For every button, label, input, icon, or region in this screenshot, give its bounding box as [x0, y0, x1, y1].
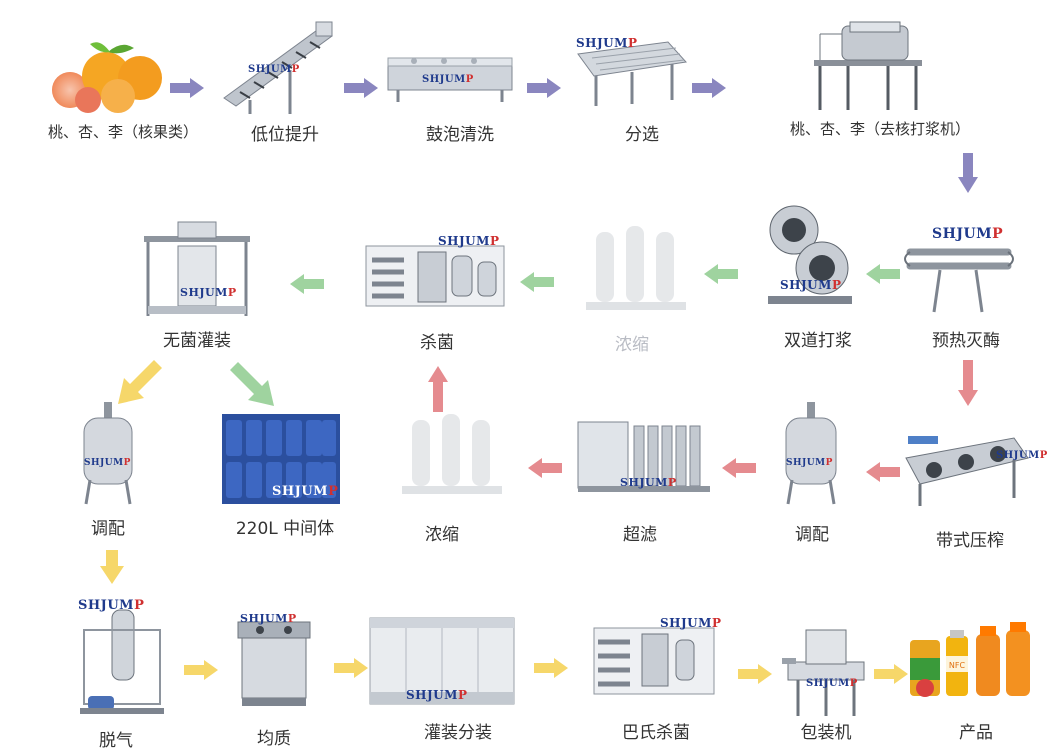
brand-logo: SHJUMP: [180, 286, 237, 299]
arrow-down-left-icon: [118, 360, 162, 404]
step-label-preheat: 预热灭酶: [932, 331, 1000, 351]
step-label-degas: 脱气: [99, 731, 133, 751]
step-label-ultrafilter: 超滤: [623, 525, 657, 545]
step-label-blend-left: 调配: [91, 519, 125, 539]
bubble-washer-image: SHJUMP: [384, 48, 516, 104]
brand-logo: SHJUMP: [84, 458, 131, 468]
arrow-right-icon: [334, 658, 368, 678]
brand-logo: SHJUMP: [932, 226, 1004, 242]
step-label-packing: 包装机: [800, 723, 852, 743]
blending-tank-left-image: SHJUMP: [78, 402, 138, 506]
step-label-belt-press: 带式压榨: [936, 531, 1004, 551]
arrow-down-right-icon: [230, 362, 274, 406]
sterilizer-image: SHJUMP: [360, 232, 510, 318]
arrow-left-icon: [528, 458, 562, 478]
brand-logo: SHJUMP: [438, 234, 500, 248]
step-label-bubble-wash: 鼓泡清洗: [426, 125, 494, 145]
brand-logo: SHJUMP: [576, 36, 638, 50]
brand-logo: SHJUMP: [406, 688, 468, 702]
belt-press-image: SHJUMP: [904, 428, 1047, 508]
evaporator-faded-image: [576, 222, 694, 322]
brand-logo: SHJUMP: [806, 678, 858, 689]
drums-image: SHJUMP: [222, 414, 340, 504]
filling-machine-image: SHJUMP: [366, 612, 518, 712]
brand-logo: SHJUMP: [272, 484, 339, 499]
brand-logo: SHJUMP: [786, 458, 833, 468]
arrow-down-icon: [958, 360, 978, 406]
arrow-down-icon: [958, 153, 978, 193]
arrow-left-icon: [866, 462, 900, 482]
arrow-right-icon: [344, 78, 378, 98]
pasteurizer-image: SHJUMP: [590, 612, 722, 704]
arrow-up-icon: [428, 366, 448, 412]
step-label-fruit: 桃、杏、李（核果类）: [47, 123, 199, 141]
step-label-filling: 灌装分装: [424, 723, 492, 743]
ultrafilter-image: SHJUMP: [574, 418, 714, 496]
arrow-right-icon: [184, 660, 218, 680]
step-label-homogenize: 均质: [257, 729, 291, 749]
evaporator-faded-image: [396, 414, 508, 506]
arrow-left-icon: [704, 264, 738, 284]
homogenizer-image: SHJUMP: [234, 612, 314, 712]
step-label-double-pulping: 双道打浆: [784, 331, 852, 351]
sorting-table-image: SHJUMP: [572, 36, 690, 108]
step-label-aseptic-fill: 无菌灌装: [163, 331, 231, 351]
arrow-right-icon: [170, 78, 204, 98]
arrow-right-icon: [534, 658, 568, 678]
brand-logo: SHJUMP: [422, 74, 474, 85]
low-lift-conveyor-image: SHJUMP: [220, 20, 335, 115]
brand-logo: SHJUMP: [78, 598, 145, 613]
product-bottles-image: NFC: [906, 618, 1034, 700]
brand-logo: SHJUMP: [240, 612, 297, 625]
product-bottle-label: NFC: [949, 661, 966, 670]
degasser-image: SHJUMP: [74, 596, 170, 722]
step-label-lift: 低位提升: [251, 125, 319, 145]
arrow-left-icon: [520, 272, 554, 292]
arrow-right-icon: [692, 78, 726, 98]
brand-logo: SHJUMP: [780, 278, 842, 292]
arrow-down-icon: [100, 550, 124, 584]
arrow-left-icon: [866, 264, 900, 284]
step-label-product: 产品: [959, 723, 993, 743]
step-label-pasteurize: 巴氏杀菌: [622, 723, 690, 743]
step-label-drum: 220L 中间体: [235, 519, 335, 539]
brand-logo: SHJUMP: [996, 450, 1048, 461]
arrow-left-icon: [290, 274, 324, 294]
brand-logo: SHJUMP: [660, 616, 722, 630]
step-label-blend-mid: 调配: [795, 525, 829, 545]
double-pulper-image: SHJUMP: [760, 202, 860, 310]
preheat-image: SHJUMP: [900, 222, 1020, 314]
pitting-pulper-image: [808, 20, 928, 112]
aseptic-filler-image: SHJUMP: [138, 216, 256, 320]
brand-logo: SHJUMP: [248, 64, 300, 75]
blending-tank-mid-image: SHJUMP: [780, 402, 842, 506]
arrow-right-icon: [738, 664, 772, 684]
arrow-left-icon: [722, 458, 756, 478]
step-label-pitting-pulper: 桃、杏、李（去核打浆机）: [789, 120, 971, 138]
stone-fruit-image: [48, 38, 170, 114]
packing-machine-image: SHJUMP: [778, 622, 874, 718]
step-label-sterilize: 杀菌: [420, 333, 454, 353]
arrow-right-icon: [527, 78, 561, 98]
brand-logo: SHJUMP: [620, 476, 677, 489]
step-label-sort: 分选: [625, 125, 659, 145]
arrow-right-icon: [874, 664, 908, 684]
step-label-concentrate-mid: 浓缩: [425, 525, 459, 545]
step-label-concentrate-top: 浓缩: [615, 335, 649, 355]
